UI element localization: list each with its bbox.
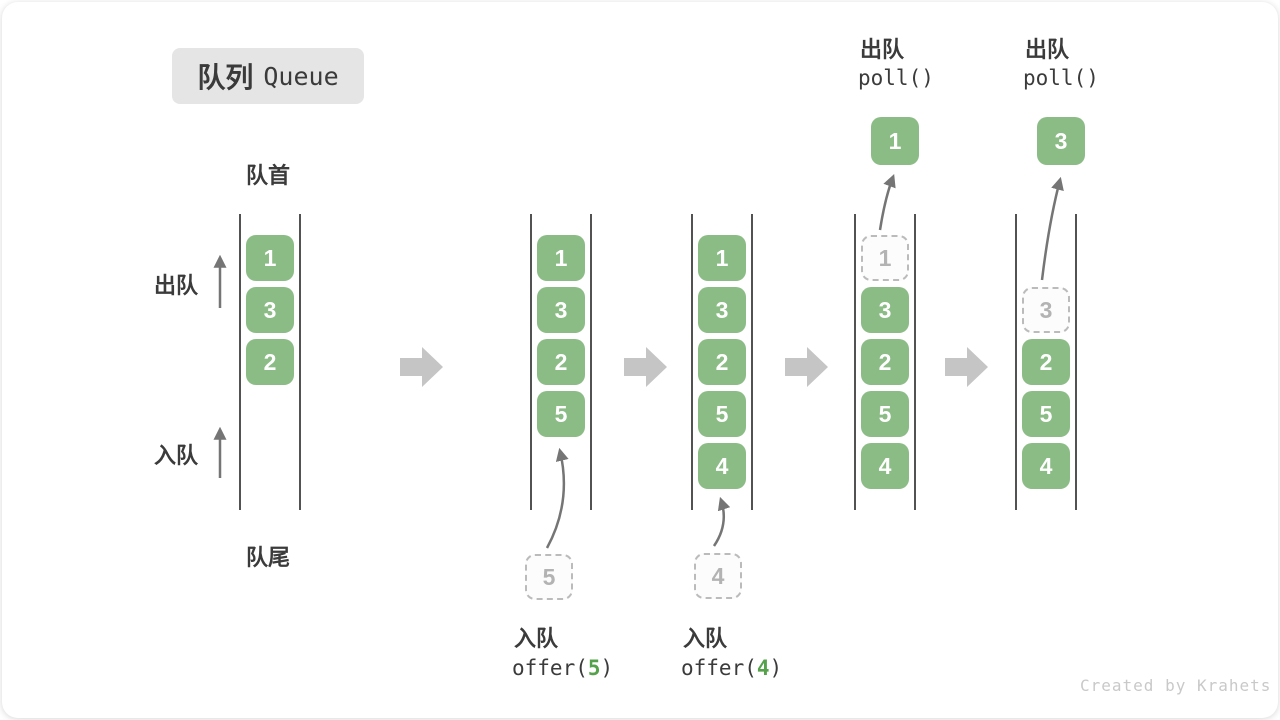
- enqueue-op-label-2: 入队: [683, 626, 728, 651]
- dequeue-op-label-2: 出队: [1025, 37, 1070, 62]
- queue-state-after-poll-1: 1 3 2 5 4: [854, 214, 916, 510]
- popped-element: 1: [871, 117, 919, 165]
- queue-state-after-offer-5: 1 3 2 5: [530, 214, 592, 510]
- queue-element: 4: [698, 443, 746, 489]
- code-arg: 4: [756, 656, 770, 680]
- flow-arrow-icon: [624, 347, 667, 387]
- queue-wall-left: [239, 214, 241, 510]
- queue-wall-left: [530, 214, 532, 510]
- queue-element: 3: [861, 287, 909, 333]
- queue-element: 2: [861, 339, 909, 385]
- flow-arrow-icon: [785, 347, 828, 387]
- queue-wall-right: [751, 214, 753, 510]
- code-suffix: ): [600, 656, 614, 680]
- poll-code-1: poll(): [858, 66, 934, 90]
- queue-wall-right: [1075, 214, 1077, 510]
- queue-element: 3: [537, 287, 585, 333]
- offer-code-2: offer(4): [681, 656, 782, 680]
- queue-wall-left: [691, 214, 693, 510]
- code-prefix: offer(: [512, 656, 588, 680]
- queue-element: 5: [698, 391, 746, 437]
- queue-element: 2: [246, 339, 294, 385]
- staged-element: 5: [525, 554, 573, 600]
- queue-wall-right: [299, 214, 301, 510]
- staged-element: 4: [694, 553, 742, 599]
- title-zh: 队列: [197, 62, 254, 93]
- rear-label: 队尾: [246, 545, 291, 570]
- queue-element: 1: [246, 235, 294, 281]
- queue-element: 1: [698, 235, 746, 281]
- queue-state-initial: 1 3 2: [239, 214, 301, 510]
- code-prefix: offer(: [681, 656, 757, 680]
- flow-arrow-icon: [400, 347, 443, 387]
- queue-element: 4: [1022, 443, 1070, 489]
- removed-element: 1: [861, 235, 909, 281]
- queue-element: 5: [1022, 391, 1070, 437]
- offer-code-1: offer(5): [512, 656, 613, 680]
- queue-element: 2: [537, 339, 585, 385]
- code-arg: 5: [587, 656, 601, 680]
- watermark: Created by Krahets: [1080, 676, 1272, 695]
- title-en: Queue: [263, 61, 339, 91]
- queue-element: 2: [1022, 339, 1070, 385]
- queue-wall-right: [914, 214, 916, 510]
- dequeue-op-label-1: 出队: [860, 37, 905, 62]
- queue-wall-left: [1015, 214, 1017, 510]
- title-box: 队列 Queue: [172, 48, 364, 104]
- queue-element: 2: [698, 339, 746, 385]
- queue-element: 5: [537, 391, 585, 437]
- queue-element: 4: [861, 443, 909, 489]
- queue-state-after-offer-4: 1 3 2 5 4: [691, 214, 753, 510]
- queue-element: 1: [537, 235, 585, 281]
- front-label: 队首: [246, 163, 291, 188]
- dequeue-side-label: 出队: [154, 273, 199, 298]
- flow-arrow-icon: [945, 347, 988, 387]
- enqueue-side-label: 入队: [154, 443, 199, 468]
- removed-element: 3: [1022, 287, 1070, 333]
- queue-element: 5: [861, 391, 909, 437]
- popped-element: 3: [1037, 117, 1085, 165]
- queue-wall-right: [590, 214, 592, 510]
- enqueue-op-label-1: 入队: [514, 626, 559, 651]
- poll-code-2: poll(): [1023, 66, 1099, 90]
- queue-wall-left: [854, 214, 856, 510]
- queue-element: 3: [698, 287, 746, 333]
- code-suffix: ): [769, 656, 783, 680]
- queue-element: 3: [246, 287, 294, 333]
- queue-state-after-poll-3: 3 2 5 4: [1015, 214, 1077, 510]
